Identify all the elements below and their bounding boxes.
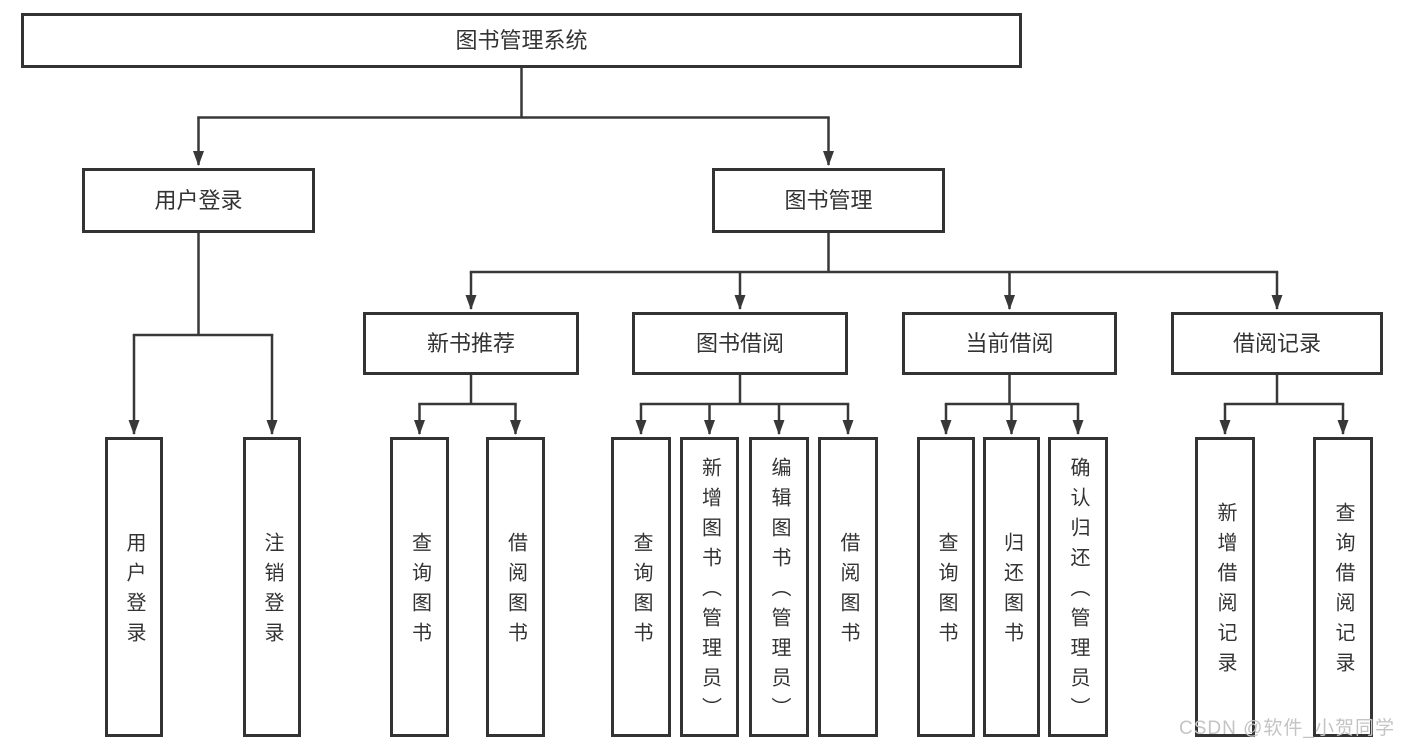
leaf-borrow-books: 借阅图书 <box>818 437 878 737</box>
leaf-query-books-borrow-label: 查询图书 <box>630 532 652 652</box>
leaf-query-books-recommend-label: 查询图书 <box>408 532 431 652</box>
leaf-query-books-current: 查询图书 <box>917 437 975 737</box>
leaf-query-books-current-label: 查询图书 <box>935 532 957 652</box>
leaf-borrow-books-recommend-label: 借阅图书 <box>504 532 527 652</box>
node-borrowing-records: 借阅记录 <box>1171 312 1383 375</box>
leaf-return-books-label: 归还图书 <box>1000 532 1023 652</box>
node-new-book-recommendation-label: 新书推荐 <box>426 330 515 356</box>
leaf-query-borrow-record-label: 查询借阅记录 <box>1332 502 1354 682</box>
node-current-borrowing: 当前借阅 <box>902 312 1117 375</box>
leaf-confirm-return-admin: 确认归还（管理员） <box>1048 437 1108 737</box>
node-borrowing-records-label: 借阅记录 <box>1232 330 1321 356</box>
node-book-borrowing: 图书借阅 <box>632 312 848 375</box>
node-new-book-recommendation: 新书推荐 <box>363 312 579 375</box>
node-user-login: 用户登录 <box>82 168 315 233</box>
leaf-add-books-admin: 新增图书（管理员） <box>680 437 739 737</box>
leaf-query-books-recommend: 查询图书 <box>390 437 449 737</box>
leaf-confirm-return-admin-label: 确认归还（管理员） <box>1067 457 1089 727</box>
leaf-query-borrow-record: 查询借阅记录 <box>1313 437 1373 737</box>
leaf-user-login-label: 用户登录 <box>123 532 145 652</box>
leaf-add-books-admin-label: 新增图书（管理员） <box>698 457 721 727</box>
leaf-return-books: 归还图书 <box>983 437 1040 737</box>
node-book-management: 图书管理 <box>712 168 945 233</box>
node-book-management-label: 图书管理 <box>784 187 873 213</box>
node-library-system-label: 图书管理系统 <box>455 27 588 53</box>
node-book-borrowing-label: 图书借阅 <box>695 330 784 356</box>
leaf-query-books-borrow: 查询图书 <box>611 437 671 737</box>
leaf-edit-books-admin-label: 编辑图书（管理员） <box>768 457 790 727</box>
node-user-login-label: 用户登录 <box>154 187 243 213</box>
leaf-add-borrow-record: 新增借阅记录 <box>1195 437 1255 737</box>
leaf-edit-books-admin: 编辑图书（管理员） <box>749 437 809 737</box>
leaf-logout-label: 注销登录 <box>261 532 283 652</box>
csdn-watermark: CSDN @软件_小贺同学 <box>1179 718 1395 739</box>
leaf-user-login: 用户登录 <box>105 437 163 737</box>
leaf-logout: 注销登录 <box>243 437 301 737</box>
leaf-borrow-books-recommend: 借阅图书 <box>486 437 545 737</box>
node-library-system: 图书管理系统 <box>21 13 1022 68</box>
node-current-borrowing-label: 当前借阅 <box>965 330 1054 356</box>
leaf-borrow-books-label: 借阅图书 <box>837 532 859 652</box>
leaf-add-borrow-record-label: 新增借阅记录 <box>1214 502 1236 682</box>
